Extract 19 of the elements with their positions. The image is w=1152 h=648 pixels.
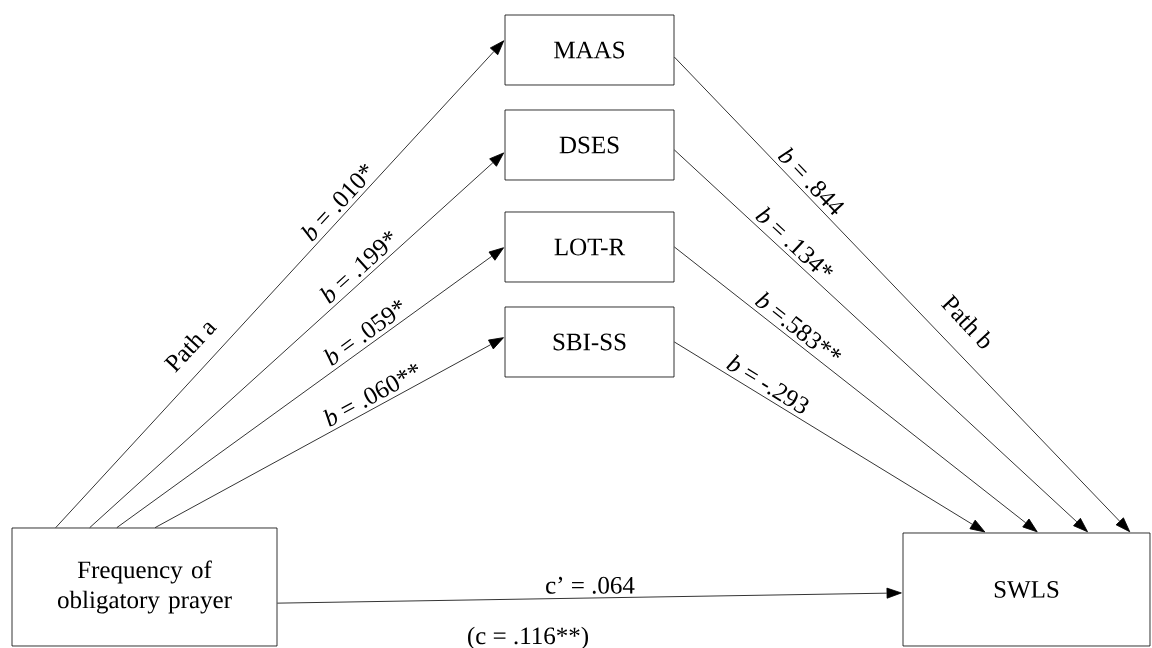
arrow — [89, 152, 505, 528]
variable-box: Frequency of obligatory prayer — [11, 527, 278, 647]
arrow — [277, 587, 902, 604]
variable-box: SWLS — [902, 532, 1151, 647]
edge-label: b = .844 — [777, 146, 845, 216]
edge-label: b = -.293 — [726, 354, 809, 414]
path-label: Path a — [163, 322, 218, 373]
variable-box: DSES — [504, 109, 675, 181]
variable-box: MAAS — [504, 14, 675, 86]
arrow — [674, 149, 1088, 533]
arrow — [116, 247, 504, 528]
arrow — [674, 341, 986, 533]
edge-label: c’ = .064 — [546, 576, 635, 594]
arrow — [55, 40, 505, 528]
arrow — [674, 56, 1131, 533]
variable-box: LOT-R — [504, 211, 675, 283]
arrow — [154, 337, 504, 528]
arrow — [674, 246, 1038, 533]
variable-box: SBI-SS — [504, 306, 675, 378]
